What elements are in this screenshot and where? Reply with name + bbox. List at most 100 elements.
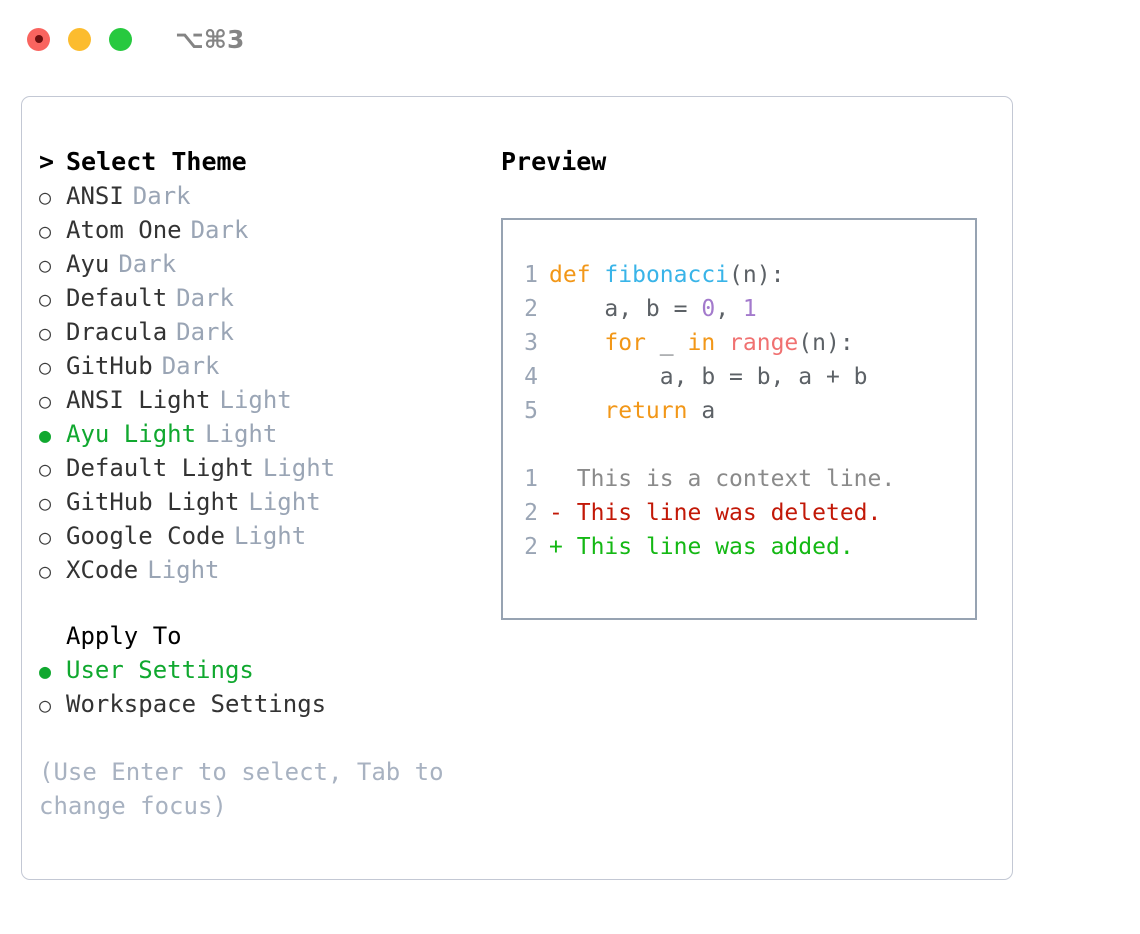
theme-category: Dark — [176, 284, 234, 312]
code-token — [549, 326, 604, 360]
diff-text: This line was deleted. — [576, 500, 882, 526]
code-token: a, b = — [549, 296, 702, 322]
diff-spacer — [503, 428, 975, 462]
apply-to-option-user-settings[interactable]: ● User Settings — [39, 653, 499, 687]
maximize-button[interactable] — [109, 27, 132, 51]
theme-name: XCode — [66, 556, 139, 584]
theme-category: Light — [233, 522, 307, 550]
diff-sign: + — [549, 534, 563, 560]
diff-line-deleted: 2- This line was deleted. — [503, 496, 975, 530]
theme-option-ansi[interactable]: ○ ANSI Dark — [39, 179, 499, 213]
theme-name: Atom One — [66, 216, 182, 244]
close-button[interactable] — [27, 27, 50, 51]
keyboard-shortcut-label: ⌥⌘3 — [175, 24, 245, 54]
keyboard-hint-text: (Use Enter to select, Tab to change focu… — [39, 758, 444, 820]
code-token — [715, 326, 729, 360]
line-number: 4 — [524, 364, 538, 390]
theme-category: Light — [219, 386, 292, 414]
code-token: (n): — [729, 262, 785, 288]
radio-icon: ○ — [39, 185, 52, 209]
theme-category: Dark — [161, 352, 220, 380]
theme-name: Ayu — [66, 250, 110, 278]
code-token: 1 — [742, 296, 757, 322]
hint-spacer — [39, 721, 499, 755]
page-title: Select Theme — [66, 147, 247, 176]
code-token: , — [715, 296, 743, 322]
radio-icon: ○ — [39, 253, 52, 277]
radio-icon: ○ — [39, 693, 52, 717]
code-token: for — [604, 330, 646, 356]
diff-sign: - — [549, 500, 563, 526]
line-number: 5 — [524, 398, 538, 424]
code-line: 4 a, b = b, a + b — [503, 360, 975, 394]
theme-category: Light — [262, 454, 336, 482]
theme-category: Dark — [190, 216, 249, 244]
apply-to-header: Apply To — [39, 619, 499, 653]
diff-sign — [549, 462, 563, 496]
preview-title: Preview — [501, 147, 607, 176]
radio-icon: ○ — [39, 525, 52, 549]
code-token: return — [604, 398, 688, 424]
theme-option-ayu-light[interactable]: ● Ayu Light Light — [39, 417, 499, 451]
radio-icon: ○ — [39, 491, 52, 515]
code-token: a — [687, 398, 716, 424]
code-token: _ — [645, 330, 688, 356]
radio-icon: ○ — [39, 355, 52, 379]
diff-text: This line was added. — [576, 534, 854, 560]
line-number: 2 — [524, 296, 538, 322]
radio-icon: ○ — [39, 287, 52, 311]
code-token: range — [729, 330, 799, 356]
theme-name: GitHub Light — [66, 488, 240, 516]
line-number: 3 — [524, 330, 538, 356]
code-token: (n): — [798, 330, 854, 356]
prompt-marker-icon: > — [39, 147, 55, 176]
apply-to-option-workspace-settings[interactable]: ○ Workspace Settings — [39, 687, 499, 721]
code-token: def — [549, 262, 591, 288]
code-token — [549, 394, 604, 428]
code-token — [591, 258, 605, 292]
line-number: 1 — [524, 262, 538, 288]
theme-name: Default — [66, 284, 168, 312]
theme-name: ANSI — [66, 182, 124, 210]
line-number: 2 — [524, 534, 538, 560]
theme-category: Light — [147, 556, 220, 584]
radio-icon: ○ — [39, 457, 52, 481]
theme-option-default[interactable]: ○ Default Dark — [39, 281, 499, 315]
line-number: 1 — [524, 466, 538, 492]
theme-category: Dark — [132, 182, 191, 210]
radio-selected-icon: ● — [39, 659, 52, 683]
title-bar: ⌥⌘3 — [0, 0, 1140, 78]
radio-icon: ○ — [39, 559, 52, 583]
theme-option-xcode[interactable]: ○ XCode Light — [39, 553, 499, 587]
minimize-button[interactable] — [68, 27, 91, 51]
theme-category: Dark — [118, 250, 177, 278]
apply-to-option-label: User Settings — [66, 656, 254, 684]
code-line: 5 return a — [503, 394, 975, 428]
diff-line-added: 2 + This line was added. — [503, 530, 975, 564]
theme-name: Dracula — [66, 318, 168, 346]
theme-option-ayu[interactable]: ○ Ayu Dark — [39, 247, 499, 281]
theme-name: Ayu Light — [66, 420, 197, 448]
apply-to-option-label: Workspace Settings — [66, 690, 327, 718]
theme-category: Light — [205, 420, 278, 448]
code-token: in — [687, 330, 716, 356]
section-spacer — [39, 587, 499, 619]
radio-icon: ○ — [39, 321, 52, 345]
code-token: a, b = b, a + b — [549, 364, 868, 390]
radio-selected-icon: ● — [39, 423, 52, 447]
theme-list-header: > Select Theme — [39, 145, 499, 179]
apply-to-label: Apply To — [66, 622, 182, 650]
